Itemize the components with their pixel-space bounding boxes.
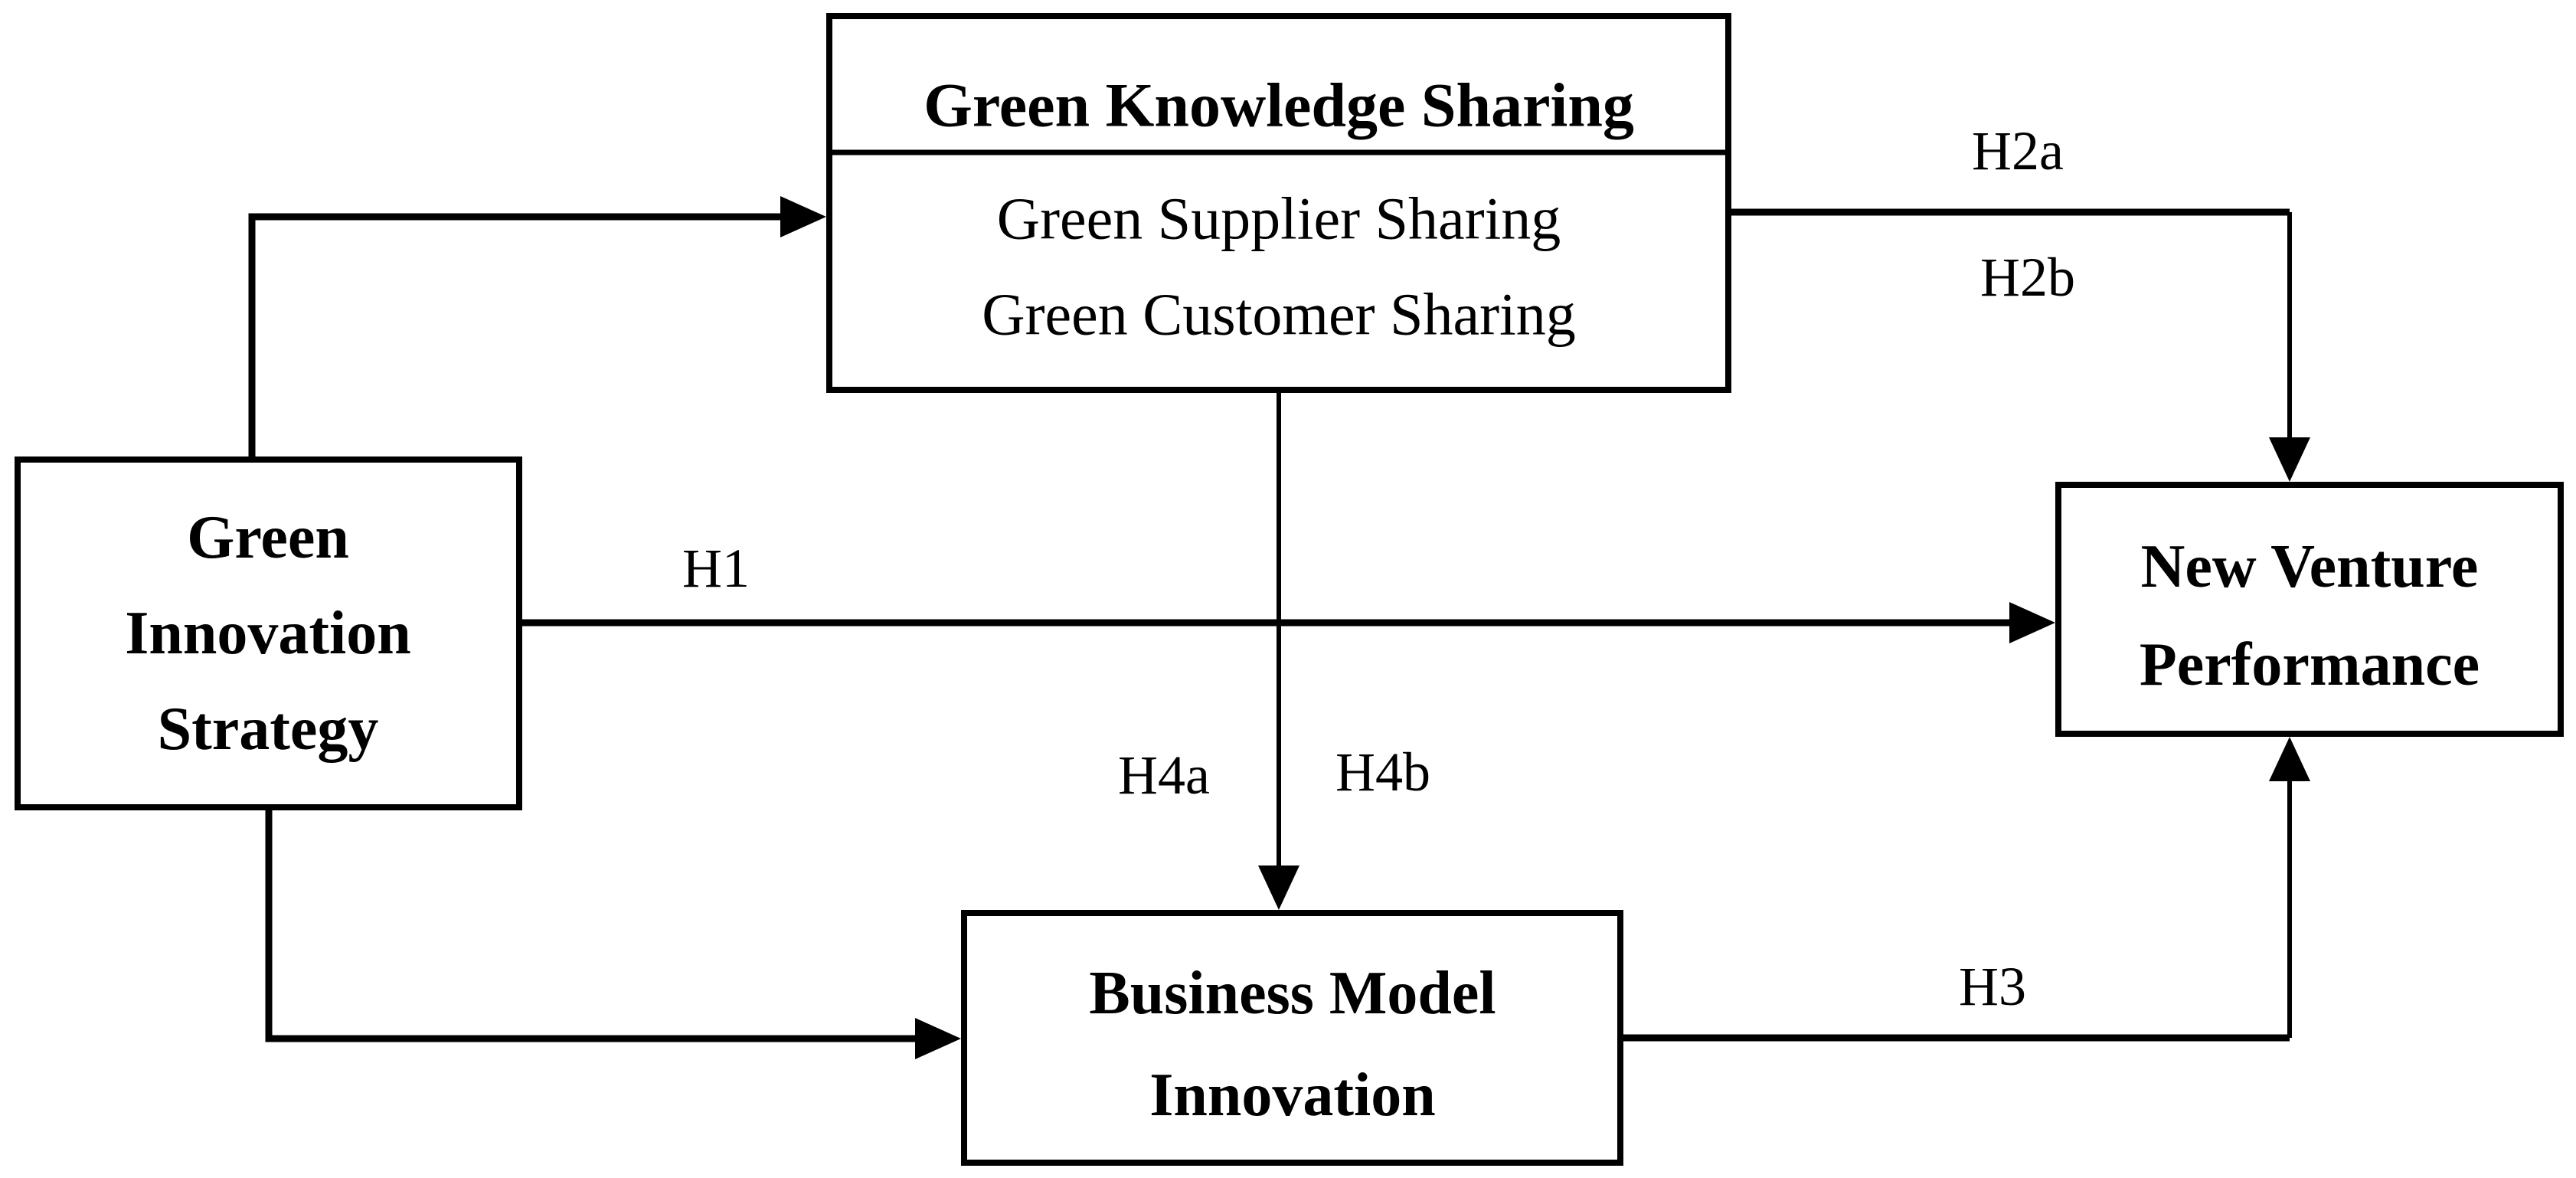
gks-subitem-customer: Green Customer Sharing: [982, 281, 1576, 348]
hypothesis-label-h2a: H2a: [1972, 120, 2064, 182]
arrow-gis-to-bmi: [265, 807, 961, 1059]
arrow-h3-bmi-to-nvp: [1620, 737, 2310, 1042]
gks-title: Green Knowledge Sharing: [924, 70, 1634, 140]
arrowhead-down-icon: [1258, 866, 1299, 910]
arrow-h1-gis-to-nvp: [519, 602, 2055, 643]
nvp-label-line1: New Venture: [2141, 533, 2479, 600]
hypothesis-label-h3: H3: [1959, 956, 2026, 1017]
arrowhead-up-icon: [2269, 737, 2310, 781]
gks-subitem-supplier: Green Supplier Sharing: [997, 185, 1561, 252]
arrowhead-right-icon: [2009, 602, 2055, 643]
arrow-h2-gks-to-nvp: [1728, 208, 2310, 482]
bmi-label-line1: Business Model: [1089, 960, 1496, 1027]
arrow-h4-gks-to-bmi: [1258, 390, 1299, 910]
node-business-model-innovation: Business Model Innovation: [961, 910, 1623, 1166]
node-new-venture-performance: New Venture Performance: [2055, 482, 2564, 737]
hypothesis-label-h4b: H4b: [1335, 741, 1430, 803]
nvp-label-line2: Performance: [2140, 631, 2480, 699]
arrowhead-right-icon: [915, 1018, 961, 1059]
node-green-knowledge-sharing: Green Knowledge Sharing Green Supplier S…: [826, 13, 1731, 393]
arrowhead-down-icon: [2269, 437, 2310, 482]
hypothesis-label-h4a: H4a: [1118, 744, 1210, 806]
arrowhead-right-icon: [780, 196, 826, 237]
node-green-innovation-strategy: Green Innovation Strategy: [15, 456, 522, 810]
bmi-label-line2: Innovation: [1149, 1062, 1435, 1129]
arrow-gis-to-gks: [248, 196, 826, 460]
hypothesis-label-h1: H1: [682, 538, 750, 599]
gis-label-line2: Innovation: [125, 600, 410, 667]
gis-label-line1: Green: [187, 504, 349, 571]
gis-label-line3: Strategy: [158, 695, 379, 763]
hypothesis-label-h2b: H2b: [1980, 247, 2075, 308]
